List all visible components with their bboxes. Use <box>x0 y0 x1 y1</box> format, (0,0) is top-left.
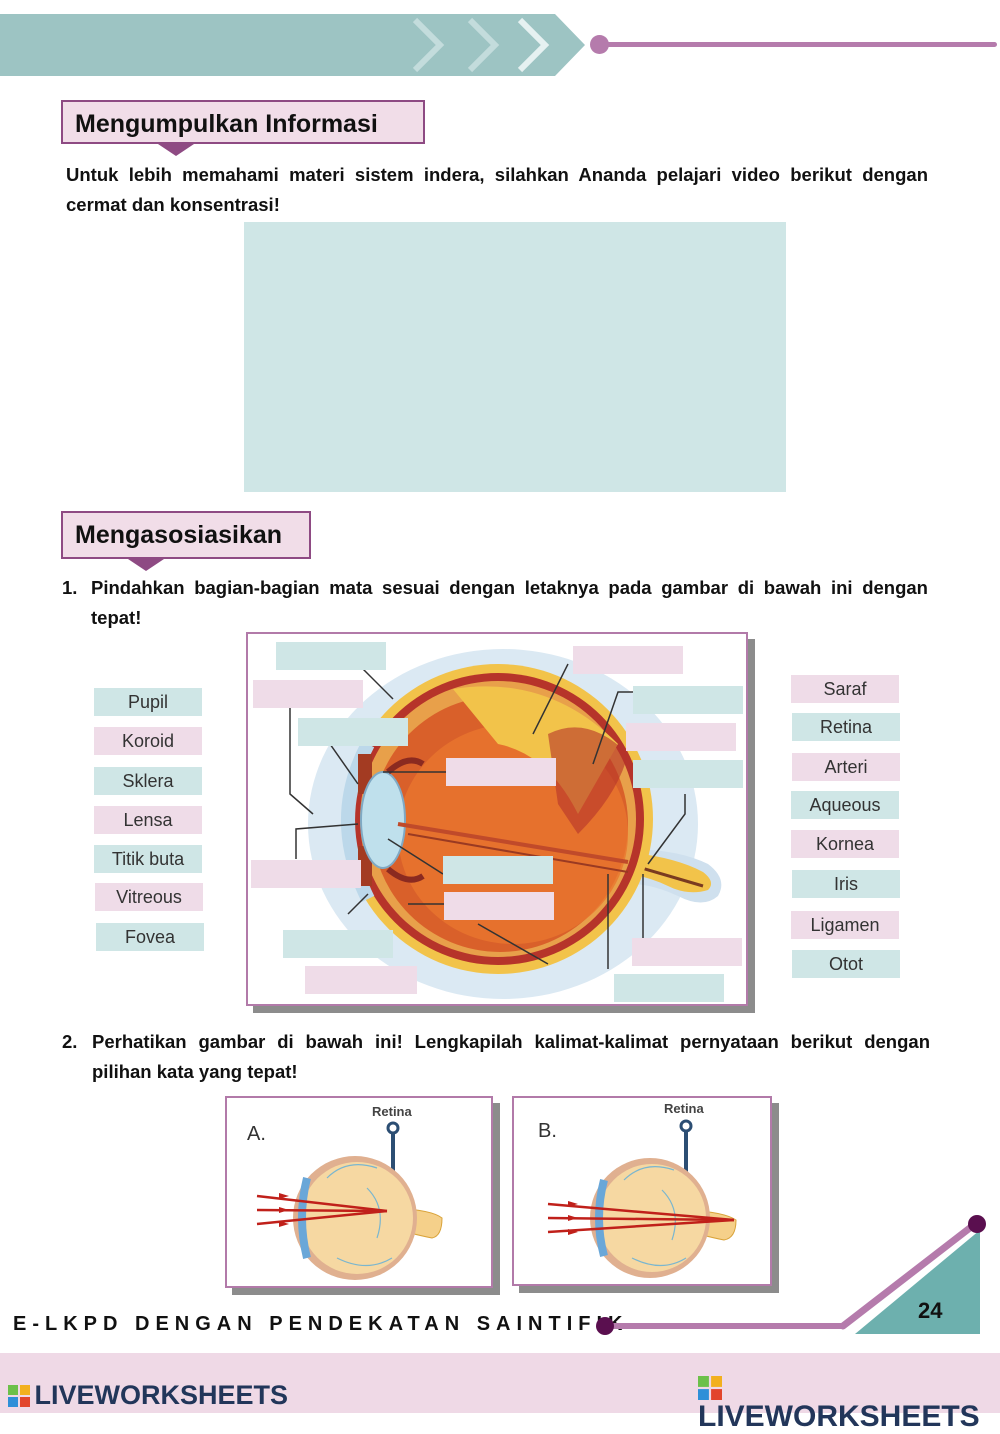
question-2: 2. Perhatikan gambar di bawah ini! Lengk… <box>62 1027 930 1087</box>
liveworksheets-logo-icon <box>698 1376 722 1400</box>
drop-slot[interactable] <box>626 723 736 751</box>
info-paragraph: Untuk lebih memahami materi sistem inder… <box>66 164 928 215</box>
figure-b: B. Retina <box>512 1096 772 1286</box>
footer-title: E-LKPD DENGAN PENDEKATAN SAINTIFIK <box>13 1313 629 1335</box>
drop-slot[interactable] <box>633 760 743 788</box>
page-number: 24 <box>918 1298 943 1323</box>
word-tile[interactable]: Arteri <box>792 753 900 781</box>
question-number: 1. <box>62 577 78 598</box>
word-tile[interactable]: Lensa <box>94 806 202 834</box>
eye-focus-diagram <box>547 1119 737 1278</box>
retina-label: Retina <box>372 1104 412 1119</box>
drop-slot[interactable] <box>633 686 743 714</box>
word-tile[interactable]: Fovea <box>96 923 204 951</box>
word-tile[interactable]: Vitreous <box>95 883 203 911</box>
word-tile[interactable]: Aqueous <box>791 791 899 819</box>
figure-letter: A. <box>247 1123 266 1145</box>
word-tile[interactable]: Koroid <box>94 727 202 755</box>
corner-triangle <box>839 1215 986 1334</box>
drop-slot[interactable] <box>443 856 553 884</box>
header-line <box>605 42 997 47</box>
drop-slot[interactable] <box>283 930 393 958</box>
brand-bar <box>0 1353 1000 1413</box>
retina-label: Retina <box>664 1101 704 1116</box>
drop-slot[interactable] <box>614 974 724 1002</box>
word-tile[interactable]: Sklera <box>94 767 202 795</box>
liveworksheets-logo-icon <box>8 1384 30 1407</box>
eye-diagram <box>246 632 748 1006</box>
section-title-tail <box>128 559 164 571</box>
question-number: 2. <box>62 1031 78 1052</box>
drop-slot[interactable] <box>305 966 417 994</box>
brand-logo-left: LIVEWORKSHEETS <box>8 1380 288 1411</box>
figure-a: A. Retina <box>225 1096 493 1288</box>
word-tile[interactable]: Kornea <box>791 830 899 858</box>
word-tile[interactable]: Titik buta <box>94 845 202 873</box>
video-placeholder[interactable] <box>244 222 786 492</box>
drop-slot[interactable] <box>632 938 742 966</box>
drop-slot[interactable] <box>446 758 556 786</box>
word-tile[interactable]: Saraf <box>791 675 899 703</box>
brand-logo-right: LIVEWORKSHEETS <box>698 1376 1000 1434</box>
footer-line <box>606 1323 846 1329</box>
figure-letter: B. <box>538 1120 557 1142</box>
drop-slot[interactable] <box>276 642 386 670</box>
drop-slot[interactable] <box>251 860 361 888</box>
header-dot <box>590 35 609 54</box>
word-tile[interactable]: Retina <box>792 713 900 741</box>
question-text: Perhatikan gambar di bawah ini! Lengkapi… <box>92 1031 930 1082</box>
footer-dot <box>596 1317 614 1335</box>
drop-slot[interactable] <box>253 680 363 708</box>
section-title-tail <box>158 144 194 156</box>
word-tile[interactable]: Otot <box>792 950 900 978</box>
drop-slot[interactable] <box>298 718 408 746</box>
word-tile[interactable]: Ligamen <box>791 911 899 939</box>
brand-name: LIVEWORKSHEETS <box>34 1380 288 1410</box>
word-tile[interactable]: Iris <box>792 870 900 898</box>
header-banner <box>0 14 585 76</box>
section-title-assoc: Mengasosiasikan <box>61 511 311 559</box>
drop-slot[interactable] <box>444 892 554 920</box>
word-tile[interactable]: Pupil <box>94 688 202 716</box>
eye-focus-diagram <box>256 1121 443 1280</box>
brand-name: LIVEWORKSHEETS <box>698 1400 980 1433</box>
section-title-info: Mengumpulkan Informasi <box>61 100 425 144</box>
question-text: Pindahkan bagian-bagian mata sesuai deng… <box>91 577 928 628</box>
question-1: 1. Pindahkan bagian-bagian mata sesuai d… <box>62 573 928 633</box>
drop-slot[interactable] <box>573 646 683 674</box>
